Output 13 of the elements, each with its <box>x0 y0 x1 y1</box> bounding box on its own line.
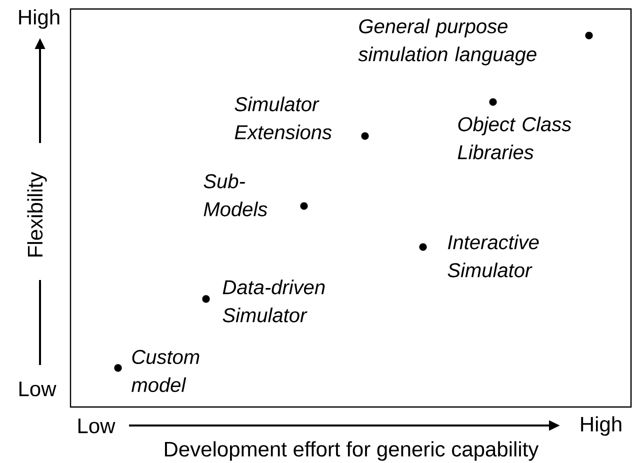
point-label: Custom model <box>132 350 200 392</box>
point-label: Interactive Simulator <box>448 234 539 278</box>
point-label: Simulator Extensions <box>234 96 332 140</box>
axis-title: Development effort for generic capability <box>165 441 539 461</box>
axis-end-label: High <box>19 9 60 29</box>
axis-end-label: High <box>581 416 622 436</box>
point-label: Object Class Libraries <box>458 116 572 160</box>
axis-title: Flexibility <box>27 172 47 256</box>
axis-end-label: Low <box>19 382 56 396</box>
axis-end-label: Low <box>78 418 116 434</box>
point-label: General purpose simulation language <box>358 18 536 66</box>
point-label: Sub-Models <box>204 174 268 216</box>
point-label: Data-driven Simulator <box>222 280 325 322</box>
